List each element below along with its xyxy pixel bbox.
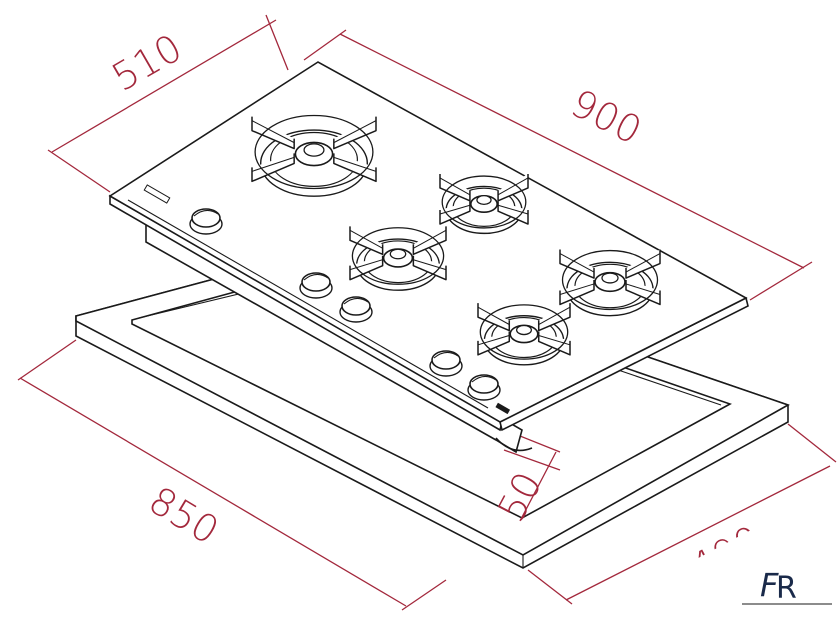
logo-letter: R [776,571,797,606]
burner-cap-top [601,272,619,284]
brand-badge [143,184,171,204]
dimension-lines [17,14,837,611]
grate-arm-edge [413,259,447,271]
burner-cap-top [515,324,533,336]
grate-arm-edge [538,334,571,346]
grate-arm [625,249,661,279]
grate-ring [254,114,374,190]
grate-arm [251,116,295,150]
burner-rear-right [439,173,529,235]
dim-850-label: 850 [141,478,226,553]
burner-cap-top [303,143,325,157]
grate-ring [441,175,527,229]
control-knobs [189,208,501,401]
grate-arm-edge [477,334,510,346]
knob-1[interactable] [189,208,223,235]
knob-5[interactable] [467,374,501,401]
grate-arm-edge [413,229,447,249]
brand-logo: F R [742,566,832,606]
grate-arm [477,303,511,332]
dim-510-label: 510 [105,25,190,99]
burner-right [559,249,661,317]
knob-2[interactable] [299,272,333,299]
burner-cap-top [389,248,407,260]
knob-4[interactable] [429,350,463,377]
grate-arm-edge [251,156,295,172]
grate-arm-edge [349,259,383,271]
grate-ring [351,227,445,285]
dim-850-line [19,377,407,607]
grate-arm-edge [625,253,661,273]
grate-arm-edge [559,253,595,273]
grate-arm [333,116,377,150]
burner-front-right [477,303,571,366]
logo-letter-f: F [760,566,779,604]
burner-front-left [349,226,447,291]
grate-arm-edge [559,283,595,295]
grate-arm [412,226,447,256]
burner-wok [251,114,377,197]
grate-arm-edge [251,120,295,144]
grate-arm [497,173,529,202]
dim-50-line [519,451,557,522]
grate-arm-edge [625,283,661,295]
grate-arm [349,226,384,256]
burner-cap-top [476,194,492,206]
dim-490-line [565,465,831,601]
grate-ring [561,249,659,311]
dim-900-line [339,33,805,269]
grate-arm-edge [538,306,571,325]
label-mask [661,525,778,613]
grate-arm [439,173,471,202]
grate-ring [479,304,569,360]
cooktop-foot [495,437,533,452]
grate-arm-edge [333,120,377,144]
dim-510-line [51,19,277,153]
grate-arm [559,249,595,279]
burner-ring [270,131,359,187]
grate-arm [537,303,571,332]
dim-900-label: 900 [564,81,649,153]
burners [251,114,661,366]
grate-arm-edge [349,229,383,249]
grate-arm-edge [439,177,471,196]
grate-arm-edge [477,306,510,325]
knob-3[interactable] [339,296,373,323]
model-badge [495,402,511,415]
grate-arm-edge [333,156,377,172]
grate-arm-edge [497,177,529,196]
